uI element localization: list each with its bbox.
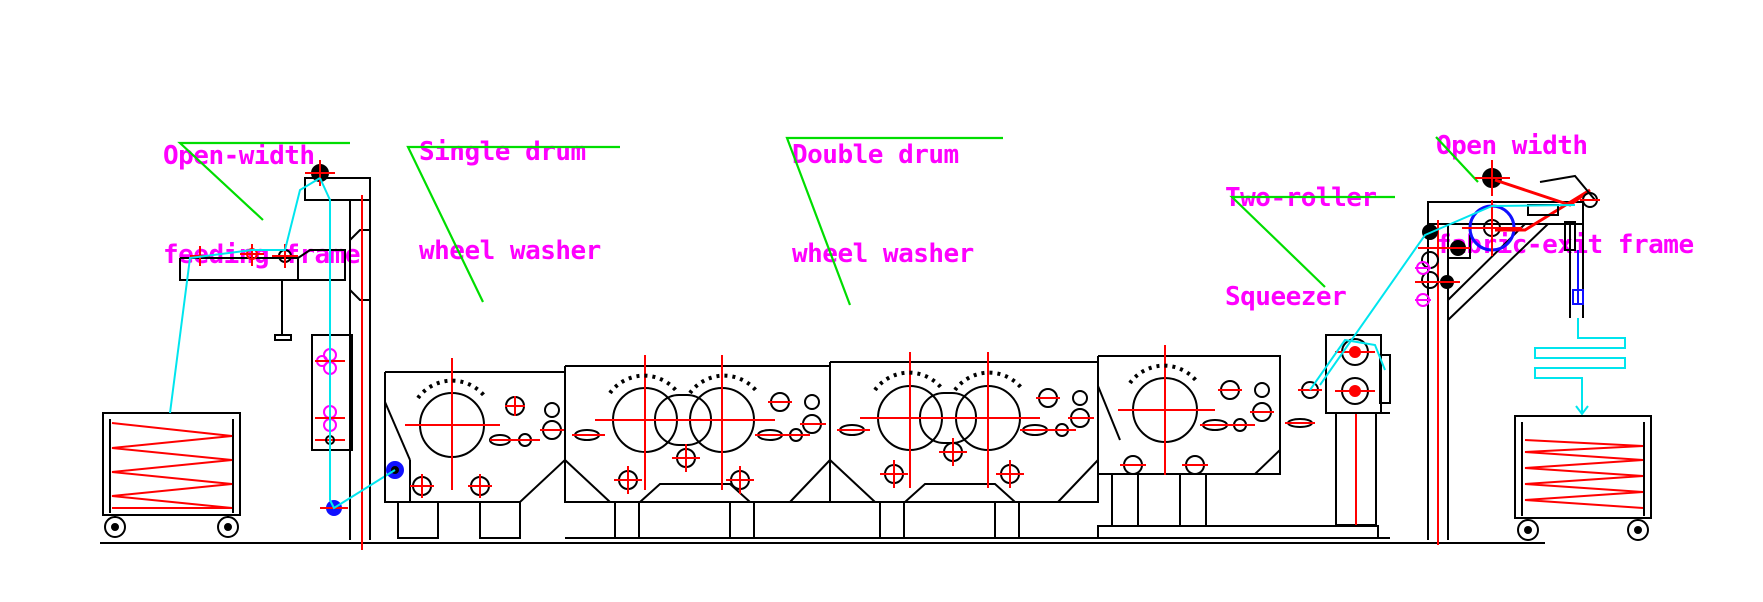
label-double-washer: Double drum wheel washer bbox=[792, 73, 974, 337]
right-fabric-cart bbox=[1514, 415, 1652, 541]
exit-frame bbox=[1319, 160, 1626, 545]
double-drum-washer-2 bbox=[829, 352, 1099, 539]
leader-feeding-frame bbox=[177, 141, 350, 221]
label-single-washer-line1: Single drum bbox=[419, 137, 586, 167]
label-feeding-frame-line1: Open-width bbox=[163, 141, 315, 171]
label-squeezer-line2: Squeezer bbox=[1225, 282, 1347, 312]
leader-lines bbox=[177, 136, 1479, 306]
left-fabric-cart bbox=[102, 412, 241, 538]
label-double-washer-line1: Double drum bbox=[792, 140, 959, 170]
leader-double-washer bbox=[785, 136, 1003, 306]
leader-squeezer bbox=[1229, 195, 1395, 288]
label-exit-frame-line1: Open width bbox=[1436, 131, 1588, 161]
single-drum-washer-2 bbox=[1097, 345, 1379, 539]
double-drum-washer-1 bbox=[564, 355, 831, 539]
leader-single-washer bbox=[406, 145, 620, 303]
leader-exit-frame bbox=[1435, 136, 1479, 183]
single-drum-washer bbox=[384, 358, 566, 539]
feeding-frame bbox=[169, 160, 404, 550]
two-roller-squeezer bbox=[1298, 334, 1391, 526]
